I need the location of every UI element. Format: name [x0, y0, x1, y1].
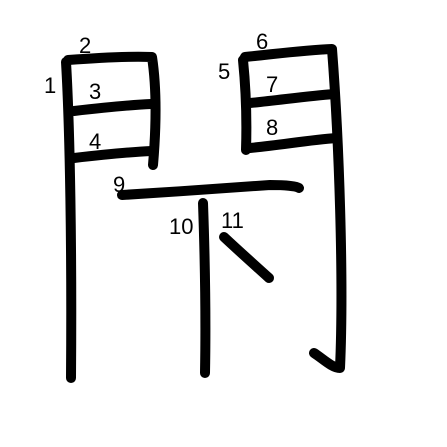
stroke-number-8: 8: [266, 115, 278, 140]
stroke-number-5: 5: [218, 59, 230, 84]
stroke-number-11: 11: [221, 208, 244, 233]
stroke-11: [219, 232, 274, 283]
stroke-number-2: 2: [79, 33, 91, 58]
stroke-number-7: 7: [266, 72, 278, 97]
stroke-10: [198, 198, 211, 378]
stroke-9: [117, 180, 304, 200]
stroke-number-4: 4: [89, 129, 101, 154]
stroke-number-1: 1: [44, 73, 56, 98]
stroke-6: [240, 44, 347, 373]
stroke-number-9: 9: [113, 172, 125, 197]
stroke-number-6: 6: [256, 29, 268, 54]
stroke-4: [69, 146, 157, 163]
stroke-1: [61, 57, 77, 383]
stroke-2: [63, 51, 161, 170]
stroke-number-3: 3: [89, 79, 101, 104]
stroke-number-10: 10: [169, 214, 193, 239]
stroke-7: [245, 89, 339, 108]
stroke-8: [245, 133, 341, 153]
stroke-3: [69, 99, 156, 116]
